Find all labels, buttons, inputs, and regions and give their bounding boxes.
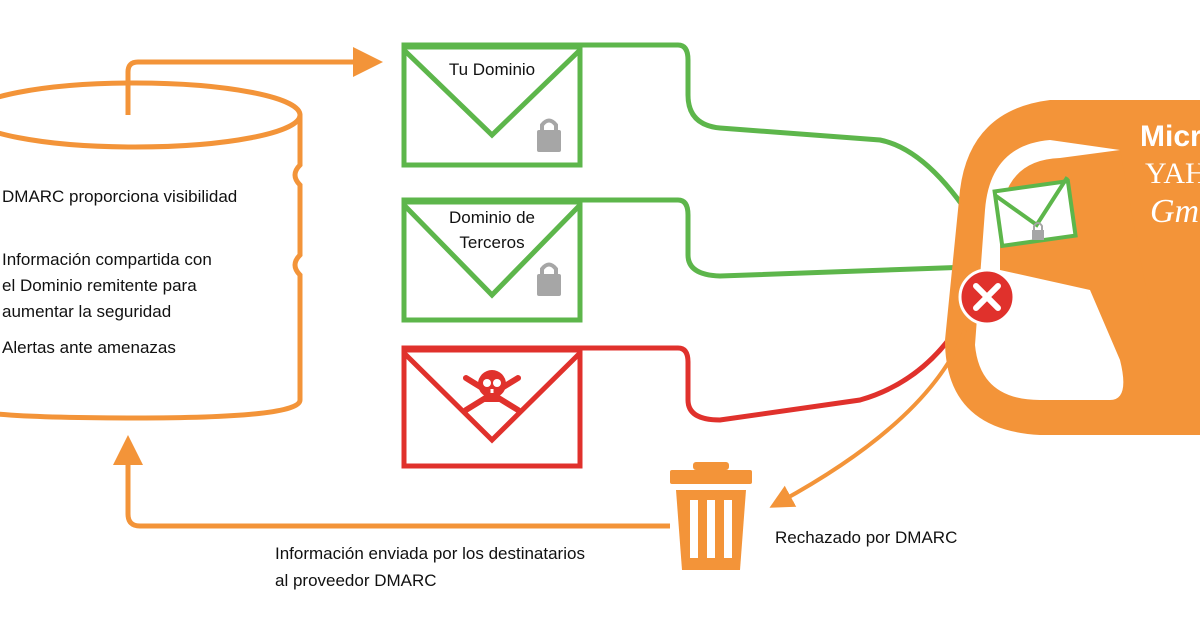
envelope-third-party-label-line1: Dominio de [449, 208, 535, 227]
provider-yahoo: YAH [1145, 157, 1200, 190]
database-line-alerts: Alertas ante amenazas [2, 338, 176, 357]
provider-microsoft: Micro [1140, 120, 1200, 153]
envelope-lock-icon [992, 176, 1078, 249]
flow-arrow-feedback [113, 435, 670, 529]
mailbox [945, 100, 1200, 435]
database-line-security: aumentar la seguridad [2, 302, 172, 321]
skull-crossbones-icon [463, 370, 521, 413]
feedback-label-line2: al proveedor DMARC [275, 571, 437, 590]
database-line-shared-info: Información compartida con [2, 250, 212, 269]
trash-icon [670, 462, 752, 570]
rejected-label: Rechazado por DMARC [775, 528, 958, 547]
provider-gmail: Gm [1150, 193, 1200, 230]
database-line-sender-domain: el Dominio remitente para [2, 276, 197, 295]
lock-icon [537, 262, 561, 296]
envelope-malicious [401, 347, 583, 469]
x-circle-icon [958, 268, 1016, 326]
database-line-visibility: DMARC proporciona visibilidad [2, 187, 238, 206]
envelope-own-domain [401, 44, 583, 168]
flow-arrow-to-envelopes [125, 47, 383, 115]
flow-line-own-domain [401, 42, 988, 245]
flow-line-third-party [401, 197, 985, 283]
flow-arrow-rejected [769, 329, 967, 508]
envelope-third-party-label-line2: Terceros [459, 233, 525, 252]
flow-line-malicious [401, 308, 971, 423]
envelope-own-domain-label: Tu Dominio [448, 60, 536, 79]
feedback-label-line1: Información enviada por los destinatario… [275, 544, 585, 563]
dmarc-database [0, 80, 303, 421]
lock-icon [537, 118, 561, 152]
